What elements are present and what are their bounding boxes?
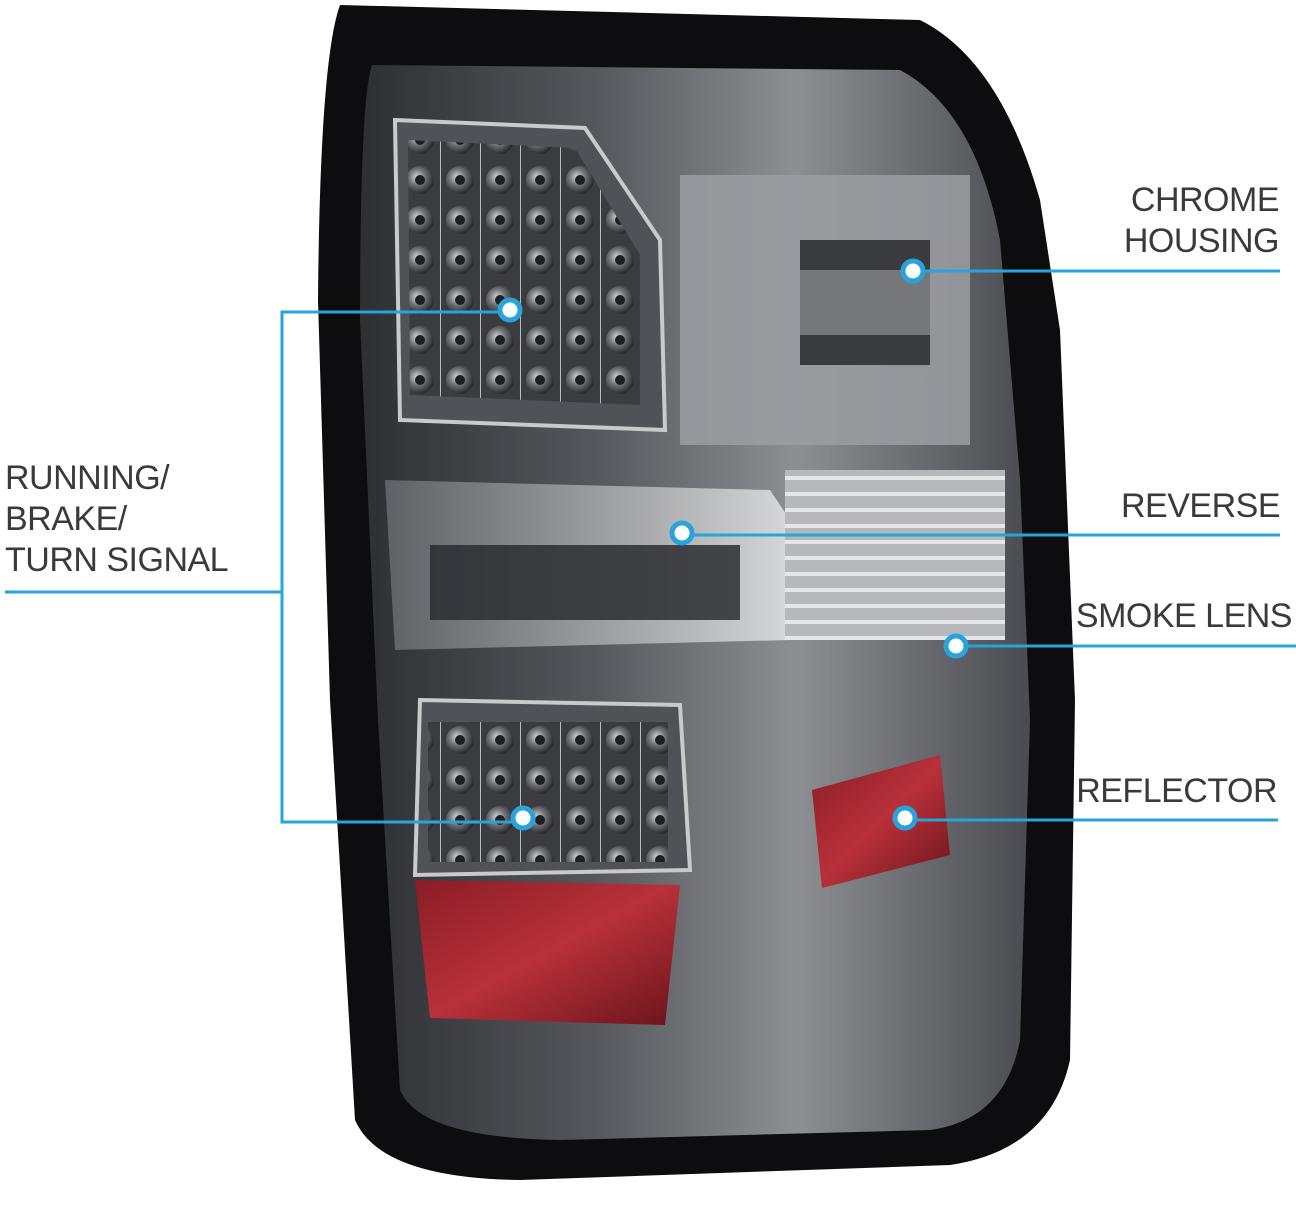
chrome-label-line1: CHROME — [1130, 181, 1280, 219]
running-lower-dot — [510, 805, 536, 831]
reverse-label: REVERSE — [1121, 487, 1281, 525]
reverse-dot — [669, 520, 695, 546]
running-label-line2: BRAKE/ — [5, 500, 127, 538]
callout-lines — [5, 269, 1296, 824]
ribbed-lens — [785, 470, 1005, 640]
running-label-line1: RUNNING/ — [5, 459, 170, 497]
running-label: RUNNING/ BRAKE/ TURN SIGNAL — [5, 458, 229, 581]
smoke-label: SMOKE LENS — [1075, 597, 1293, 635]
reflector-dot — [892, 805, 918, 831]
lower-red-reflector — [415, 880, 680, 1025]
running-bracket-line — [280, 310, 525, 824]
running-upper-dot — [497, 297, 523, 323]
side-red-reflector — [812, 755, 950, 888]
chrome-dot — [900, 258, 926, 284]
running-label-line3: TURN SIGNAL — [5, 541, 229, 579]
chrome-label-line2: HOUSING — [1123, 222, 1280, 260]
reflector-label: REFLECTOR — [1076, 772, 1277, 810]
chrome-label: CHROME HOUSING — [1123, 180, 1280, 262]
smoke-dot — [943, 633, 969, 659]
